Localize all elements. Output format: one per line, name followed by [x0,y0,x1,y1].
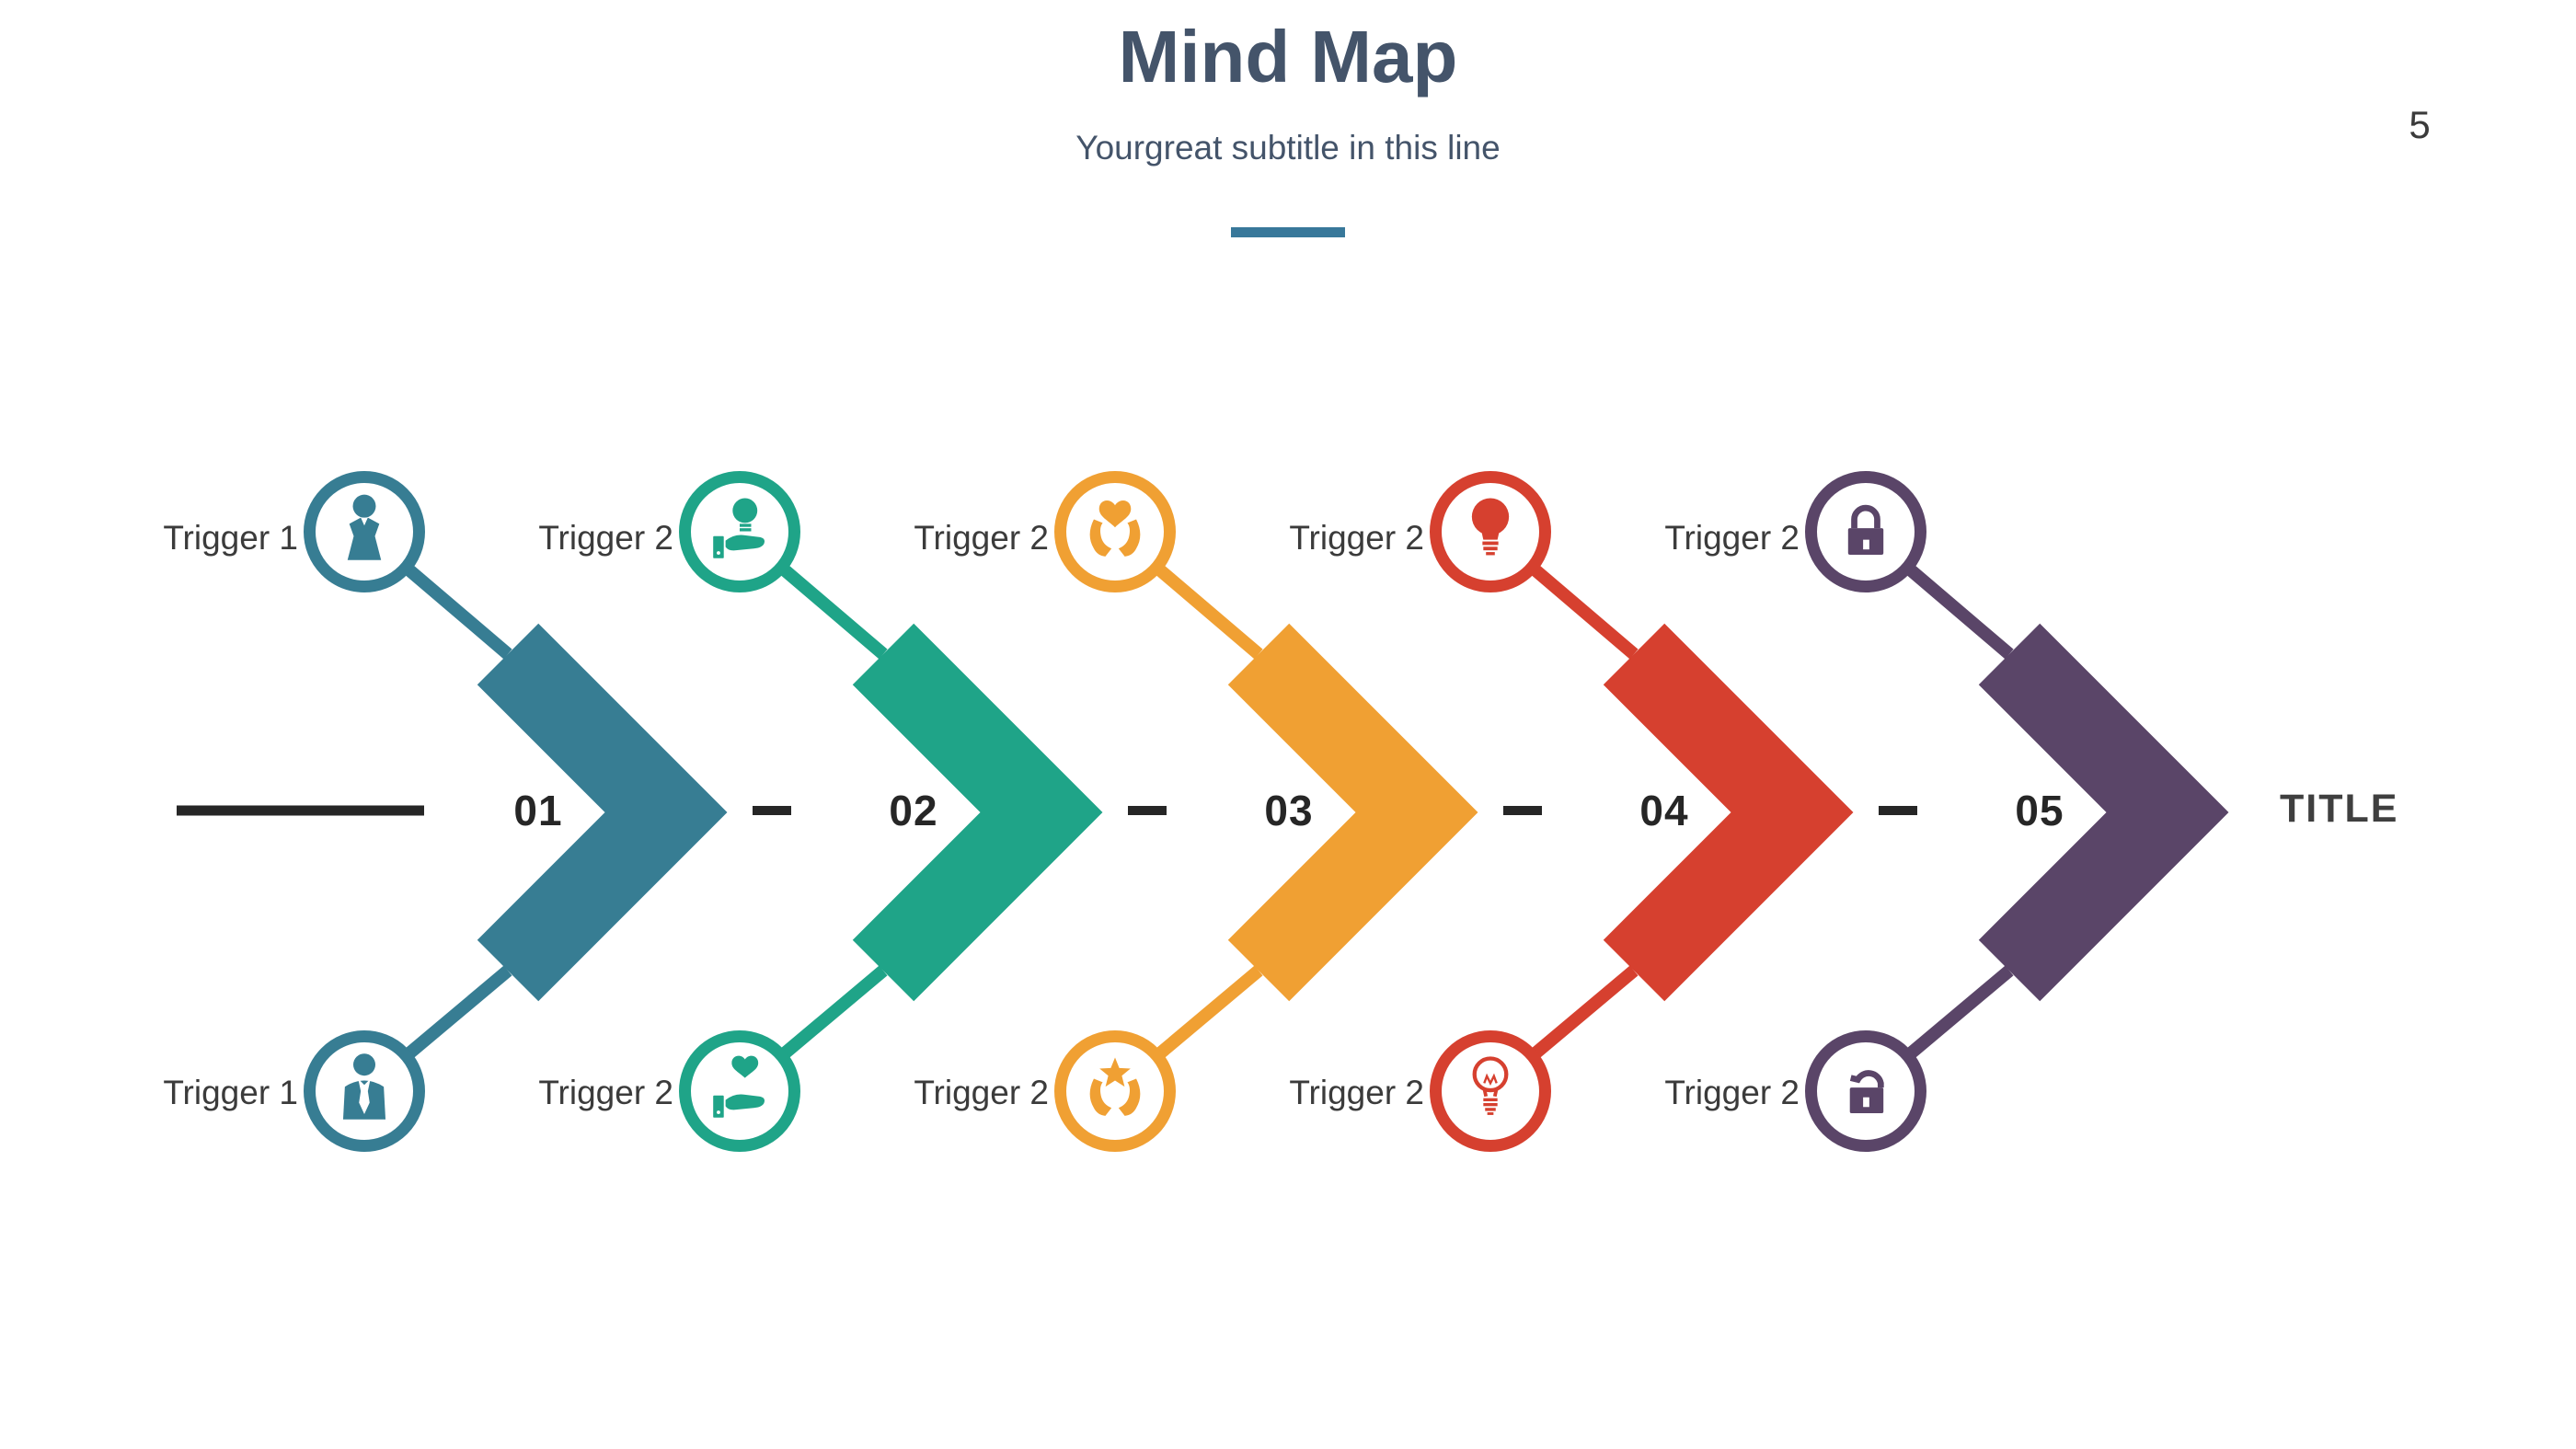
trigger-label-top-2: Trigger 2 [538,519,673,557]
step-number-02: 02 [889,787,938,834]
trigger-label-bottom-5: Trigger 2 [1664,1074,1800,1111]
step-number-04: 04 [1639,787,1689,834]
node-circle-top-2 [679,471,800,592]
page-subtitle: Yourgreat subtitle in this line [1075,129,1501,167]
trigger-label-top-5: Trigger 2 [1664,519,1800,557]
lock-icon [1847,504,1884,555]
chevron-03 [1227,623,1478,1002]
trigger-label-bottom-2: Trigger 2 [538,1074,673,1111]
trigger-label-top-3: Trigger 2 [914,519,1049,557]
node-circle-bottom-3 [1054,1030,1176,1152]
step-01 [304,471,791,1152]
trigger-label-bottom-4: Trigger 2 [1289,1074,1424,1111]
lightbulb-icon [1471,498,1510,556]
step-04 [1430,471,1917,1152]
node-circle-top-3 [1054,471,1176,592]
page-number: 5 [2409,103,2431,146]
trigger-label-top-1: Trigger 1 [163,519,298,557]
trigger-label-bottom-1: Trigger 1 [163,1074,298,1111]
chevron-05 [1978,623,2229,1002]
step-number-05: 05 [2015,787,2064,834]
step-number-03: 03 [1264,787,1314,834]
trigger-label-top-4: Trigger 2 [1289,519,1424,557]
lightbulb-outline-icon [1472,1056,1509,1115]
step-05 [1805,471,2229,1152]
chevron-01 [477,623,728,1002]
hand-holding-heart-icon [713,1055,765,1118]
end-title-label: TITLE [2280,787,2399,831]
businessman-icon [342,1053,386,1120]
page-title: Mind Map [1118,16,1458,98]
trigger-label-bottom-3: Trigger 2 [914,1074,1049,1111]
chevron-02 [852,623,1103,1002]
step-number-01: 01 [513,787,563,834]
title-underline [1231,227,1345,237]
unlock-icon [1849,1070,1884,1113]
step-03 [1054,471,1542,1152]
hands-holding-star-icon [1089,1057,1141,1116]
hand-holding-lightbulb-icon [713,498,765,558]
hands-holding-heart-icon [1089,500,1141,557]
woman-icon [347,494,382,560]
chevron-04 [1603,623,1854,1002]
node-circle-bottom-2 [679,1030,800,1152]
step-02 [679,471,1167,1152]
